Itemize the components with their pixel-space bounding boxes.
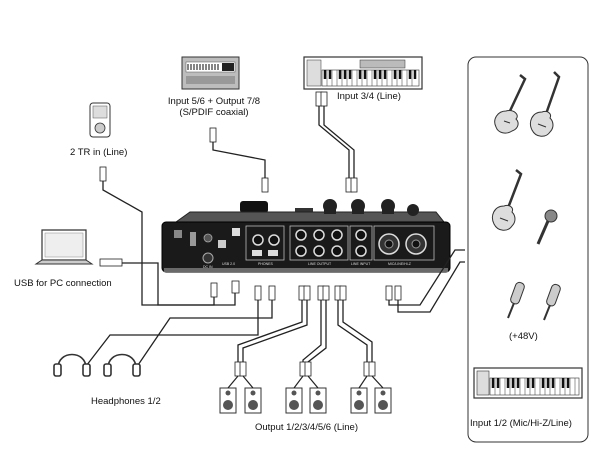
panel-label-phones: PHONES	[258, 262, 273, 266]
laptop-icon	[34, 229, 94, 265]
speaker-6-icon	[374, 387, 392, 414]
cable-input12-a	[388, 249, 465, 306]
cable-out-34	[302, 300, 322, 365]
electric-guitar-2-icon	[529, 71, 561, 137]
condenser-microphone-1-icon	[507, 281, 525, 319]
spdif-device-icon	[181, 56, 240, 90]
label-usb: USB for PC connection	[14, 278, 112, 289]
dynamic-microphone-icon	[536, 209, 558, 245]
cable-input34-b	[323, 104, 355, 180]
label-2tr-in: 2 TR in (Line)	[70, 147, 128, 158]
cable-input12-b	[397, 261, 465, 313]
headphones-2-icon	[103, 353, 141, 377]
midi-keyboard-top-icon	[303, 56, 423, 90]
midi-keyboard-right-icon	[473, 367, 583, 399]
portable-music-player-icon	[89, 102, 111, 138]
panel-label-dc: DC IN	[203, 265, 213, 269]
electric-guitar-3-icon	[491, 169, 523, 231]
cable-out-12b	[242, 300, 308, 365]
label-spdif-line2: (S/PDIF coaxial)	[179, 107, 249, 118]
plugs	[99, 91, 402, 377]
electric-guitar-1-icon	[494, 74, 527, 134]
label-input-34: Input 3/4 (Line)	[337, 91, 401, 102]
top-knobs	[323, 199, 419, 216]
cable-2tr	[102, 175, 215, 306]
cable-out-56b	[342, 300, 373, 365]
speaker-4-icon	[309, 387, 327, 414]
cables	[82, 104, 465, 371]
speakers	[219, 387, 392, 414]
cable-usb	[122, 262, 236, 306]
label-outputs: Output 1/2/3/4/5/6 (Line)	[255, 422, 358, 433]
cable-spdif	[212, 130, 266, 178]
cable-out-56	[337, 300, 368, 365]
speaker-cables	[227, 375, 384, 389]
label-input-12: Input 1/2 (Mic/Hi-Z/Line)	[470, 418, 572, 429]
panel-label-usb: USB 2.0	[222, 262, 235, 266]
cable-out-34b	[307, 300, 327, 365]
cable-headphones-2	[135, 300, 273, 369]
cable-input34-a	[318, 104, 350, 180]
cable-out-12	[237, 300, 303, 365]
label-phantom-power: (+48V)	[509, 331, 538, 342]
cable-headphones-1	[82, 300, 259, 371]
speaker-1-icon	[219, 387, 237, 414]
audio-interface-unit	[161, 199, 451, 273]
panel-label-mic-line: MIC/LINE/HI-Z	[388, 262, 412, 266]
headphones-1-icon	[53, 353, 91, 377]
panel-label-line-input: LINE INPUT	[351, 262, 371, 266]
label-spdif-line1: Input 5/6 + Output 7/8	[167, 96, 261, 107]
speaker-5-icon	[350, 387, 368, 414]
speaker-3-icon	[285, 387, 303, 414]
speaker-2-icon	[244, 387, 262, 414]
panel-label-line-output: LINE OUTPUT	[308, 262, 332, 266]
input-sources-panel	[467, 56, 589, 443]
label-headphones: Headphones 1/2	[91, 396, 161, 407]
condenser-microphone-2-icon	[543, 283, 561, 321]
